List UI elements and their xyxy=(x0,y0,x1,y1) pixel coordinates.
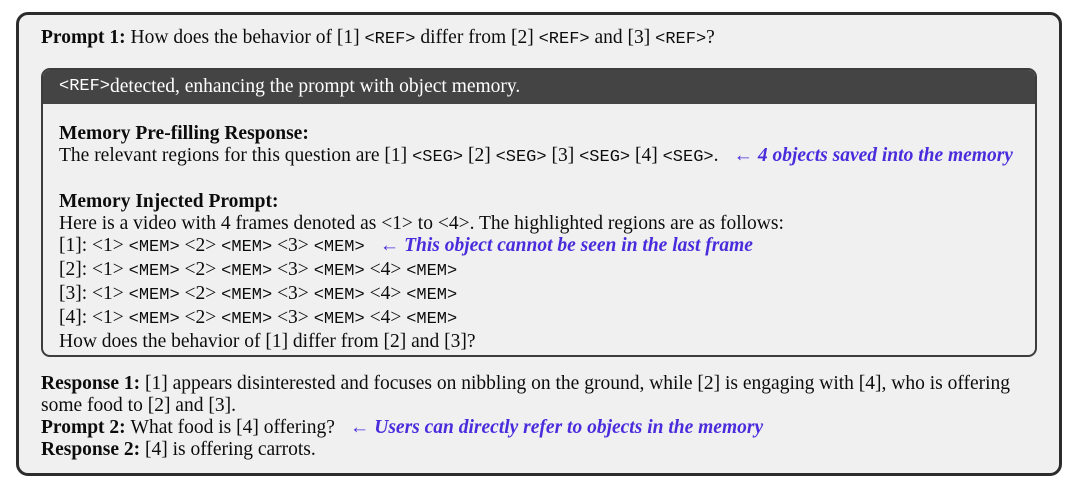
text-run: <MEM> xyxy=(406,310,458,329)
text-run: Response 1: xyxy=(41,373,146,394)
ref-detected-banner: <REF> detected, enhancing the prompt wit… xyxy=(43,70,1035,104)
injected-question-line: How does the behavior of [1] differ from… xyxy=(59,331,1019,353)
annotation-note: ← Users can directly refer to objects in… xyxy=(349,417,764,438)
text-run: <MEM> xyxy=(128,310,180,329)
text-run: differ from [2] xyxy=(415,27,539,48)
text-run: <4> xyxy=(364,283,407,304)
text-run: How does the behavior of [1] xyxy=(130,27,365,48)
response2-line: Response 2: [4] is offering carrots. xyxy=(41,439,1037,461)
text-run: Prompt 2: xyxy=(41,417,131,438)
annotation-note: ← 4 objects saved into the memory xyxy=(733,145,1013,166)
text-run: <3> xyxy=(272,283,314,304)
memory-enhancement-box: <REF> detected, enhancing the prompt wit… xyxy=(41,68,1037,357)
text-run: <2> xyxy=(179,259,222,280)
object-3-memory-line: [3]: <1> <MEM> <2> <MEM> <3> <MEM> <4> <… xyxy=(59,283,1019,307)
text-run: The relevant regions for this question a… xyxy=(59,145,413,166)
text-run: <2> xyxy=(179,307,222,328)
text-run: <REF> xyxy=(655,30,707,49)
text-run: <MEM> xyxy=(221,286,273,305)
prefill-heading: Memory Pre-filling Response: xyxy=(59,123,1019,145)
text-run: some food to [2] and [3]. xyxy=(41,395,236,416)
text-run: <REF> xyxy=(364,30,416,49)
text-run: <4> xyxy=(364,259,407,280)
text-run: <3> xyxy=(272,259,314,280)
text-run: <MEM> xyxy=(313,262,365,281)
text-run: <REF> xyxy=(538,30,590,49)
prefill-response-line: The relevant regions for this question a… xyxy=(59,145,1019,169)
text-run: <MEM> xyxy=(128,238,180,257)
text-run: <4> xyxy=(364,307,407,328)
text-run: How does the behavior of [1] differ from… xyxy=(59,331,476,352)
prompt2-line: Prompt 2: What food is [4] offering? ← Us… xyxy=(41,417,1037,439)
text-run: <MEM> xyxy=(221,310,273,329)
response1-line-2: some food to [2] and [3]. xyxy=(41,395,1037,417)
text-run: <MEM> xyxy=(313,310,365,329)
text-run: Memory Pre-filling Response: xyxy=(59,123,309,144)
text-run: [1] appears disinterested and focuses on… xyxy=(145,373,1011,394)
text-run: Response 2: xyxy=(41,439,146,460)
text-run: <MEM> xyxy=(221,262,273,281)
text-run: [3]: <1> xyxy=(59,283,129,304)
text-run: and [3] xyxy=(589,27,656,48)
text-run: <MEM> xyxy=(128,262,180,281)
text-run: <MEM> xyxy=(313,238,365,257)
text-run: <MEM> xyxy=(406,286,458,305)
text-run: Memory Injected Prompt: xyxy=(59,191,279,212)
text-run: <2> xyxy=(179,283,222,304)
memory-box-content: Memory Pre-filling Response: The relevan… xyxy=(43,104,1035,355)
text-run: <SEG> xyxy=(495,148,547,167)
figure-panel: Prompt 1: How does the behavior of [1] <… xyxy=(16,12,1062,476)
text-run: <MEM> xyxy=(406,262,458,281)
prompt1-line: Prompt 1: How does the behavior of [1] <… xyxy=(41,27,1037,51)
text-run: <REF> xyxy=(59,77,111,96)
text-run: [4] is offering carrots. xyxy=(145,439,316,460)
text-run: . xyxy=(713,145,719,166)
text-run: <3> xyxy=(272,307,314,328)
text-run: <MEM> xyxy=(221,238,273,257)
text-run: Prompt 1: xyxy=(41,27,131,48)
text-run: <MEM> xyxy=(313,286,365,305)
text-run: [1]: <1> xyxy=(59,235,129,256)
text-run: <MEM> xyxy=(128,286,180,305)
text-run: [2]: <1> xyxy=(59,259,129,280)
text-run: <SEG> xyxy=(412,148,464,167)
text-run: <3> xyxy=(272,235,314,256)
injected-intro-line: Here is a video with 4 frames denoted as… xyxy=(59,213,1019,235)
text-run: What food is [4] offering? xyxy=(130,417,335,438)
annotation-note: ← This object cannot be seen in the last… xyxy=(379,235,753,256)
text-run: detected, enhancing the prompt with obje… xyxy=(110,76,521,97)
injected-prompt-heading: Memory Injected Prompt: xyxy=(59,191,1019,213)
text-run: Here is a video with 4 frames denoted as… xyxy=(59,213,784,234)
text-run: [2] xyxy=(463,145,496,166)
blank-spacer xyxy=(59,169,1019,191)
text-run: [4] xyxy=(630,145,663,166)
object-2-memory-line: [2]: <1> <MEM> <2> <MEM> <3> <MEM> <4> <… xyxy=(59,259,1019,283)
text-run: <2> xyxy=(179,235,222,256)
text-run: <SEG> xyxy=(579,148,631,167)
text-run: [3] xyxy=(546,145,580,166)
text-run: ? xyxy=(706,27,715,48)
dialog-section: Response 1: [1] appears disinterested an… xyxy=(41,373,1037,461)
text-run: [4]: <1> xyxy=(59,307,129,328)
response1-line-1: Response 1: [1] appears disinterested an… xyxy=(41,373,1037,395)
object-1-memory-line: [1]: <1> <MEM> <2> <MEM> <3> <MEM> ← This… xyxy=(59,235,1019,259)
object-4-memory-line: [4]: <1> <MEM> <2> <MEM> <3> <MEM> <4> <… xyxy=(59,307,1019,331)
text-run: <SEG> xyxy=(662,148,714,167)
